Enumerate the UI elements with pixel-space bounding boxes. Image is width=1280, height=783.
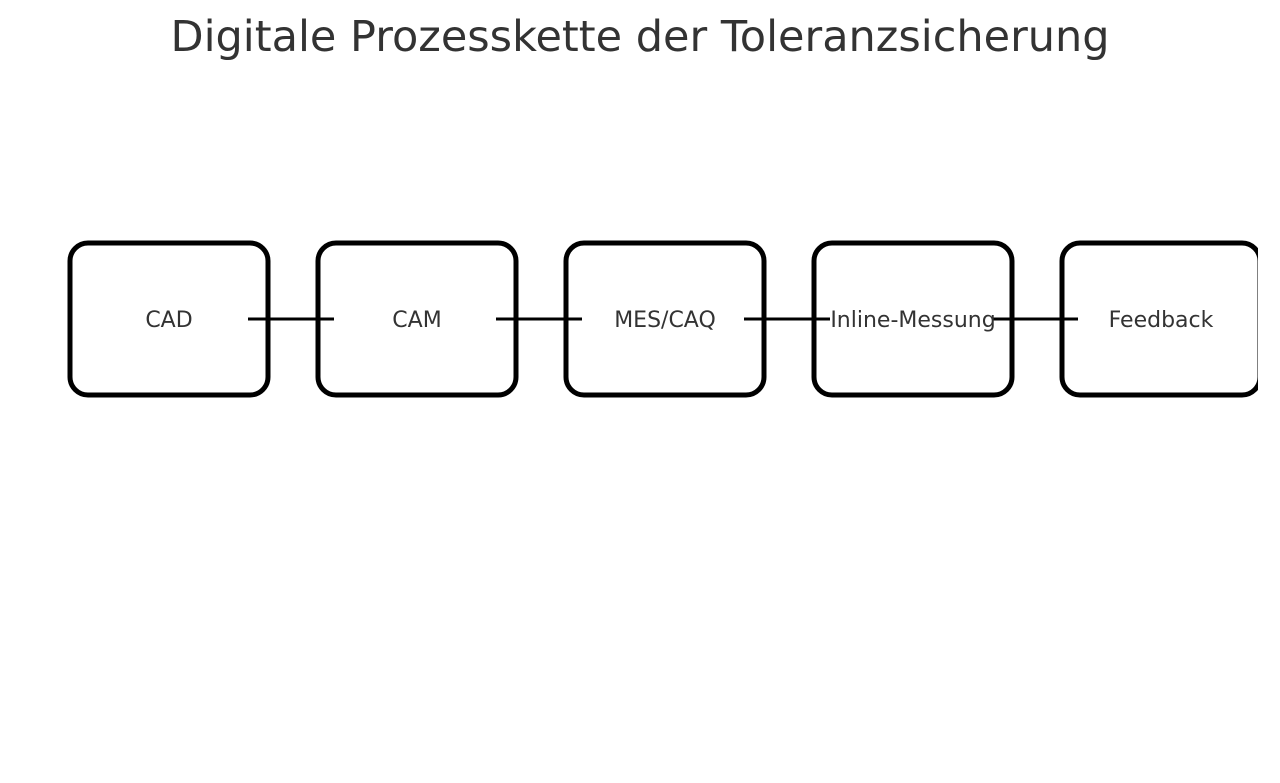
diagram-title: Digitale Prozesskette der Toleranzsicher… bbox=[170, 12, 1110, 62]
process-node-label: MES/CAQ bbox=[614, 308, 716, 333]
process-node-label: CAM bbox=[392, 308, 441, 333]
process-node-label: Inline-Messung bbox=[830, 308, 995, 333]
process-node-label: CAD bbox=[145, 308, 192, 333]
process-node-label: Feedback bbox=[1109, 308, 1214, 333]
